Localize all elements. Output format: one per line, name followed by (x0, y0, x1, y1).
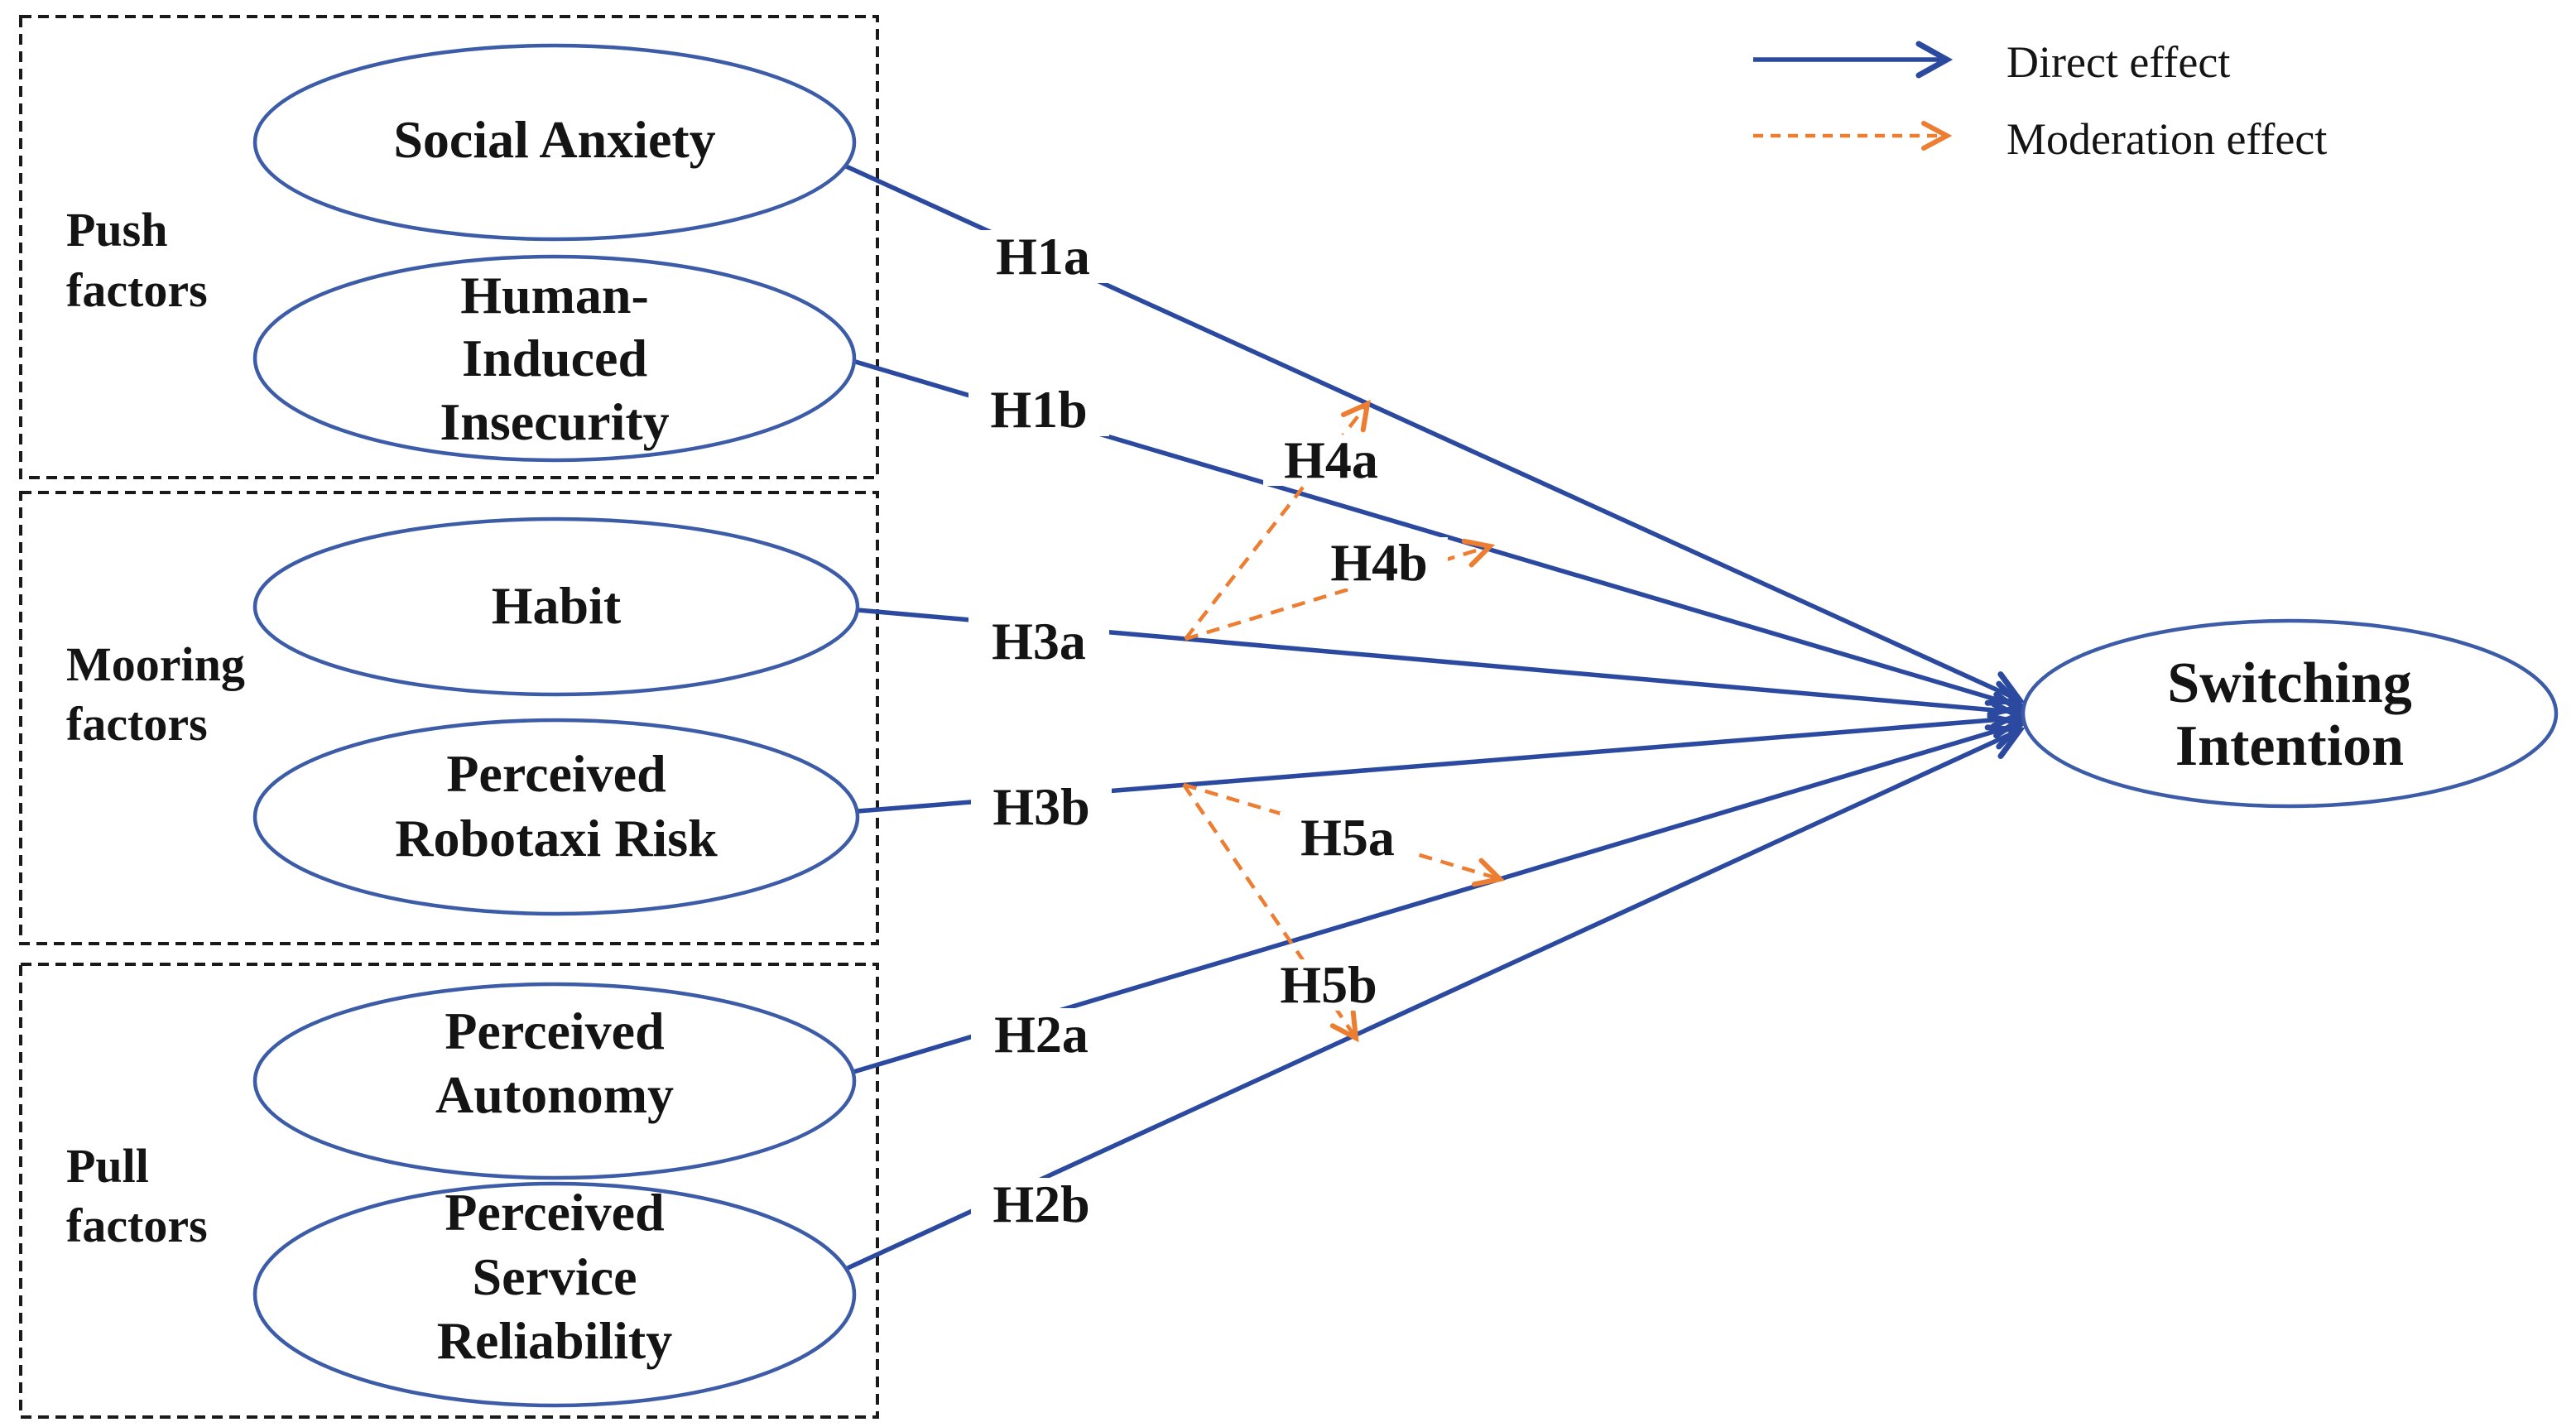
perceived-autonomy-ellipse (252, 982, 857, 1180)
node-human-induced-insecurity: Human- Induced Insecurity (252, 254, 857, 463)
perceived-autonomy-label-line1: Perceived (445, 1002, 664, 1060)
node-perceived-robotaxi-risk: Perceived Robotaxi Risk (252, 718, 860, 916)
perceived-autonomy-label-line2: Autonomy (435, 1065, 674, 1124)
node-perceived-service-reliability: Perceived Service Reliability (252, 1181, 857, 1408)
hypothesis-label-h2b-bg (971, 1178, 1112, 1231)
hypothesis-labels: H1a H1b H3a H3b H2a H2b H4a H4b H5a H5b (968, 227, 1448, 1233)
perceived-robotaxi-risk-label-line1: Perceived (446, 744, 666, 803)
hypothesis-label-h4b: H4b (1330, 533, 1427, 592)
mooring-factors-label-line2: factors (66, 697, 208, 751)
perceived-robotaxi-risk-ellipse (252, 718, 860, 916)
pull-factors-label-line2: factors (66, 1199, 208, 1252)
switching-intention-label-line2: Intention (2175, 714, 2404, 778)
push-factors-label-line2: factors (66, 263, 208, 317)
hypothesis-label-h3b: H3b (992, 777, 1089, 836)
hypothesis-label-h3a: H3a (992, 612, 1086, 670)
push-factors-group: Push factors (19, 15, 879, 479)
direct-effect-lines (843, 163, 2030, 1271)
hypothesis-label-h5b-bg (1261, 959, 1397, 1011)
social-anxiety-ellipse (252, 43, 857, 242)
habit-ellipse (252, 517, 860, 697)
perceived-service-reliability-ellipse (252, 1181, 857, 1408)
node-social-anxiety: Social Anxiety (252, 43, 857, 242)
social-anxiety-label: Social Anxiety (393, 110, 715, 169)
node-switching-intention: Switching Intention (2021, 618, 2559, 809)
habit-label: Habit (492, 576, 622, 635)
human-induced-insecurity-label-line3: Insecurity (440, 392, 669, 451)
switching-intention-ellipse (2021, 618, 2559, 809)
moderation-arrow-h4b (1185, 538, 1496, 641)
mooring-factors-label-line1: Mooring (66, 637, 245, 691)
switching-intention-label-line1: Switching (2167, 651, 2412, 715)
perceived-service-reliability-label-line3: Reliability (437, 1311, 672, 1370)
hypothesis-label-h5b: H5b (1280, 955, 1377, 1014)
hypothesis-label-h4b-bg (1311, 537, 1448, 589)
legend: Direct effect Moderation effect (1753, 37, 2327, 164)
hypothesis-label-h3b-bg (971, 781, 1112, 834)
legend-moderation-effect: Moderation effect (1753, 114, 2327, 164)
push-factors-label-line1: Push (66, 203, 168, 257)
hypothesis-label-h1b: H1b (990, 380, 1087, 439)
human-induced-insecurity-label-line1: Human- (460, 266, 649, 324)
hypothesis-label-h1a-bg (973, 230, 1113, 283)
legend-direct-effect-label: Direct effect (2006, 37, 2230, 87)
perceived-robotaxi-risk-label-line2: Robotaxi Risk (395, 809, 718, 867)
legend-moderation-effect-label: Moderation effect (2006, 114, 2327, 164)
push-factors-box (19, 15, 879, 479)
pull-factors-box (19, 963, 879, 1419)
perceived-service-reliability-label-line2: Service (473, 1247, 637, 1306)
mooring-factors-box (19, 491, 879, 945)
hypothesis-label-h5a: H5a (1300, 808, 1395, 867)
hypothesis-label-h3a-bg (968, 615, 1109, 668)
hypothesis-label-h5a-bg (1280, 812, 1416, 863)
node-perceived-autonomy: Perceived Autonomy (252, 982, 857, 1180)
perceived-service-reliability-label-line1: Perceived (445, 1183, 664, 1242)
mooring-factors-group: Mooring factors (19, 491, 879, 945)
human-induced-insecurity-ellipse (252, 254, 857, 463)
hypothesis-label-h1b-bg (968, 383, 1109, 436)
hypothesis-label-h2a-bg (971, 1008, 1112, 1061)
legend-direct-effect: Direct effect (1753, 37, 2230, 87)
pull-factors-group: Pull factors (19, 963, 879, 1419)
pull-factors-label-line1: Pull (66, 1139, 149, 1193)
hypothesis-label-h2b: H2b (992, 1175, 1089, 1233)
hypothesis-label-h1a: H1a (996, 227, 1090, 286)
hypothesis-label-h2a: H2a (994, 1005, 1089, 1064)
moderation-arrows (1182, 399, 1506, 1043)
hypothesis-label-h4a: H4a (1284, 430, 1378, 489)
hypothesis-label-h4a-bg (1263, 435, 1400, 486)
node-habit: Habit (252, 517, 860, 697)
human-induced-insecurity-label-line2: Induced (462, 329, 647, 387)
